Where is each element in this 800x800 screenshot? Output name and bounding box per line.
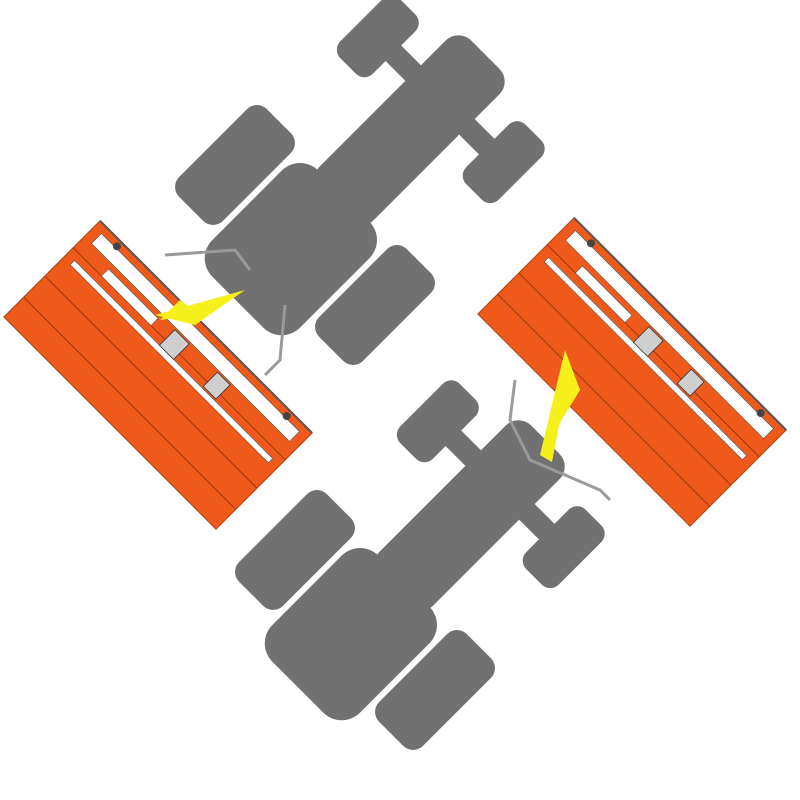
hitch-right <box>508 350 612 502</box>
hitch-left <box>155 248 287 377</box>
